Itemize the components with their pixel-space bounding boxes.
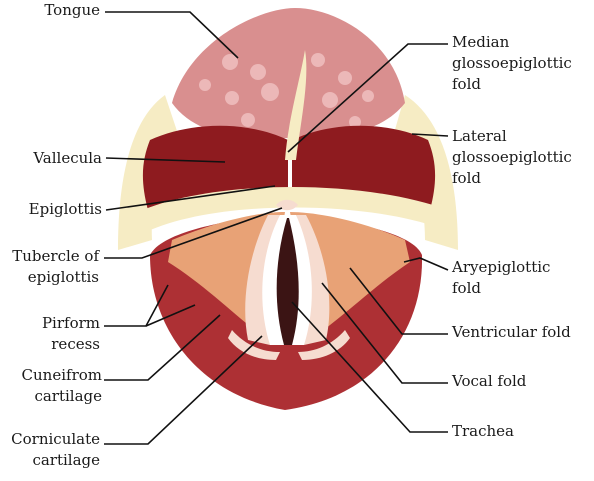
label-tongue: Tongue [44, 1, 100, 19]
epiglottis [138, 186, 448, 232]
label-median-glossoepiglottic-fold: Median glossoepiglottic fold [452, 33, 572, 93]
leader-lateral-glossoepiglottic-fold [411, 133, 449, 137]
leader-tubercle-of-epiglottis [104, 207, 283, 259]
label-tubercle-of-epiglottis: Tubercle of epiglottis [12, 247, 99, 286]
tongue [172, 8, 405, 139]
larynx-anatomy [118, 8, 458, 410]
leader-ventricular-fold [349, 267, 448, 335]
leader-trachea [291, 301, 448, 433]
label-trachea: Trachea [452, 422, 514, 440]
corniculate-cartilage-left [228, 330, 280, 360]
leader-pirform-recess-lower [145, 304, 196, 327]
leader-tongue [105, 11, 239, 59]
label-vallecula: Vallecula [33, 149, 102, 167]
label-corniculate-cartilage: Corniculate cartilage [11, 430, 100, 469]
label-vocal-fold: Vocal fold [452, 372, 527, 390]
corniculate-cartilage-right [298, 330, 350, 360]
label-aryepiglottic-fold: Aryepiglottic fold [452, 258, 551, 297]
label-cuneifrom-cartilage: Cuneifrom cartilage [21, 366, 102, 405]
trachea [276, 218, 299, 345]
leader-median-glossoepiglottic-fold [287, 43, 448, 153]
tongue-papillae [199, 53, 374, 128]
median-glossoepiglottic-fold [285, 50, 307, 160]
leader-lines [104, 11, 449, 445]
leader-epiglottis [105, 185, 276, 211]
label-lateral-glossoepiglottic-fold: Lateral glossoepiglottic fold [452, 127, 572, 187]
leader-cuneifrom-cartilage [104, 314, 221, 381]
label-pirform-recess: Pirform recess [41, 314, 100, 353]
leader-vocal-fold [321, 282, 448, 384]
label-epiglottis: Epiglottis [28, 200, 102, 218]
label-ventricular-fold: Ventricular fold [452, 323, 571, 341]
leader-vallecula [105, 157, 226, 163]
leader-corniculate-cartilage [104, 335, 263, 445]
leader-aryepiglottic-fold [403, 257, 449, 271]
